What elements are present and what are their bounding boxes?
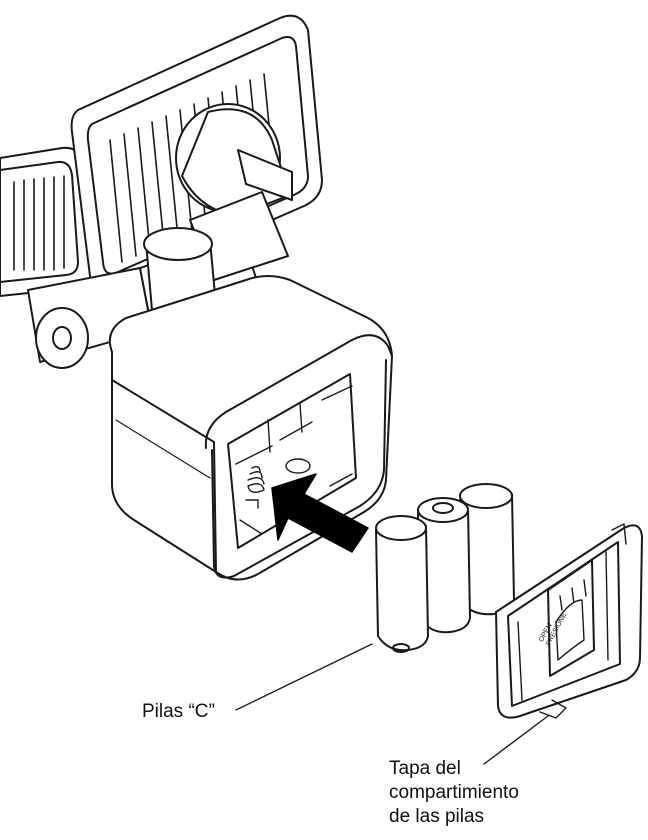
insertion-arrow bbox=[271, 473, 369, 553]
battery-front bbox=[375, 515, 429, 653]
leader-line-batteries bbox=[235, 643, 373, 711]
battery-cover-label-line1: Tapa del bbox=[389, 758, 461, 779]
spring-contact bbox=[247, 465, 265, 493]
battery-cover bbox=[495, 523, 643, 719]
left-lamp-fins bbox=[13, 175, 65, 271]
battery-cover-label-line2: compartimiento bbox=[389, 782, 519, 803]
housing-inner-details bbox=[235, 385, 353, 535]
cover-ribs bbox=[517, 523, 627, 719]
leader-line-cover bbox=[483, 715, 549, 765]
battery-cover-label: Tapa del compartimiento de las pilas bbox=[389, 757, 519, 829]
batteries-label: Pilas “C” bbox=[142, 701, 215, 722]
battery-middle bbox=[417, 497, 471, 634]
battery-cover-label-line3: de las pilas bbox=[389, 806, 485, 827]
